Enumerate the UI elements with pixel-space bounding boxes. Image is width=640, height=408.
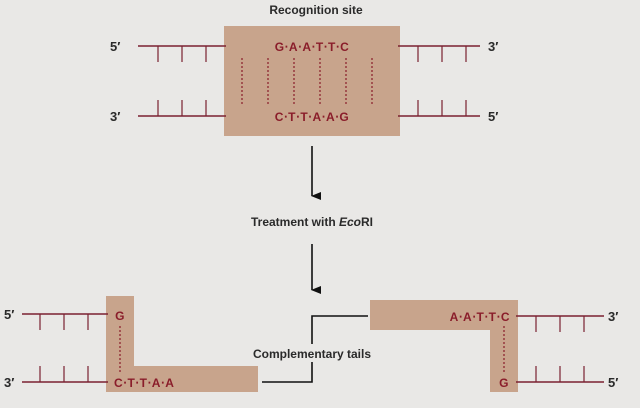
recognition-box (224, 26, 400, 136)
left-fragment: G C‧T‧T‧A‧A 5′ 3′ (4, 296, 258, 392)
left-upper-base: G (115, 309, 125, 323)
top-dna: G‧A‧A‧T‧T‧C C‧T‧T‧A‧A‧G 5′ 3′ 3′ 5′ (110, 26, 498, 136)
treatment-label: Treatment with EcoRI (251, 215, 373, 229)
top-upper-3prime: 3′ (488, 39, 498, 54)
right-upper-sequence: A‧A‧T‧T‧C (450, 310, 510, 324)
left-5prime: 5′ (4, 307, 14, 322)
right-fragment-box (370, 300, 518, 392)
upper-recognition-sequence: G‧A‧A‧T‧T‧C (275, 40, 350, 54)
right-5prime: 5′ (608, 375, 618, 390)
left-fragment-box (106, 296, 258, 392)
right-lower-base: G (499, 376, 509, 390)
top-lower-3prime: 3′ (110, 109, 120, 124)
left-3prime: 3′ (4, 375, 14, 390)
label-backdrop (252, 344, 402, 362)
top-upper-5prime: 5′ (110, 39, 120, 54)
complementary-tails-label: Complementary tails (253, 347, 371, 361)
recognition-site-label: Recognition site (269, 3, 363, 17)
right-3prime: 3′ (608, 309, 618, 324)
left-lower-sequence: C‧T‧T‧A‧A (114, 376, 174, 390)
top-lower-5prime: 5′ (488, 109, 498, 124)
lower-recognition-sequence: C‧T‧T‧A‧A‧G (275, 110, 350, 124)
right-fragment: A‧A‧T‧T‧C G 3′ 5′ (370, 300, 618, 392)
